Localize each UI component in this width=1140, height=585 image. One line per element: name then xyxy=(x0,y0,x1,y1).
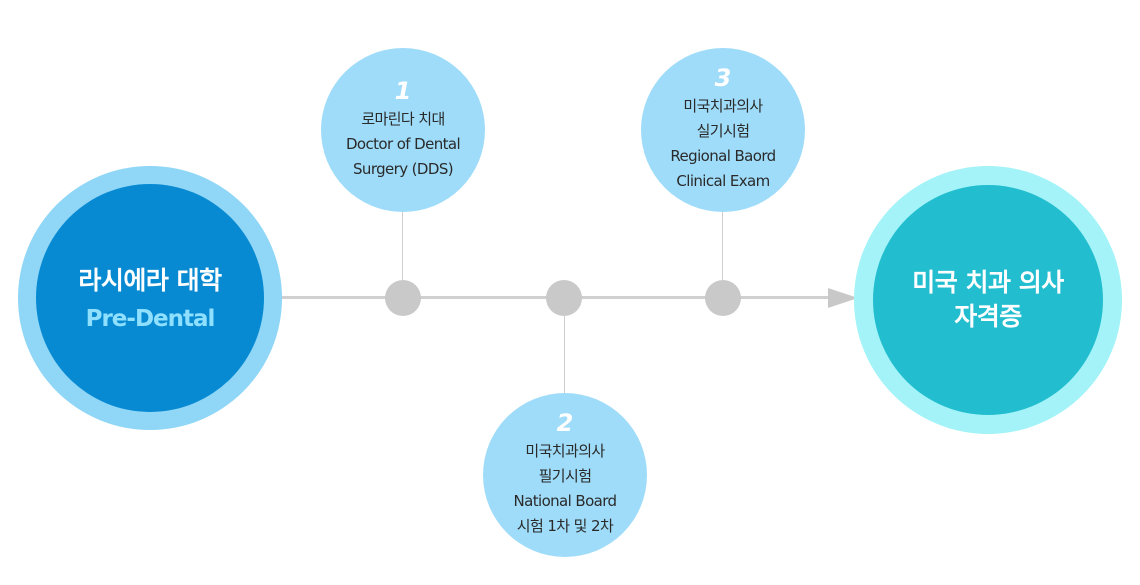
start-subtitle: Pre-Dental xyxy=(85,305,216,332)
step-circle-1: 1 로마린다 치대 Doctor of Dental Surgery (DDS) xyxy=(321,48,485,212)
start-title: 라시에라 대학 xyxy=(78,266,222,296)
step-text-line: National Board xyxy=(513,492,618,510)
start-circle: 라시에라 대학 Pre-Dental xyxy=(36,184,264,412)
connector-step-1 xyxy=(402,212,403,296)
step-text-line: Doctor of Dental xyxy=(345,134,461,153)
step-text-line: 미국치과의사 xyxy=(525,442,605,460)
connector-step-3 xyxy=(722,212,723,296)
end-circle: 미국 치과 의사 자격증 xyxy=(873,185,1103,415)
step-circle-3: 3 미국치과의사 실기시험 Regional Baord Clinical Ex… xyxy=(641,48,805,212)
step-number: 1 xyxy=(394,76,412,105)
timeline-dot-3 xyxy=(705,280,741,316)
step-text-line: 미국치과의사 xyxy=(683,97,763,115)
step-text-line: 필기시험 xyxy=(538,467,592,485)
end-title-line2: 자격증 xyxy=(954,302,1022,331)
timeline-dot-1 xyxy=(385,280,421,316)
timeline-dot-2 xyxy=(546,280,582,316)
connector-step-2 xyxy=(564,299,565,393)
step-text-line: Clinical Exam xyxy=(676,172,770,190)
end-title-line1: 미국 치과 의사 xyxy=(912,268,1064,298)
step-text-line: 로마린다 치대 xyxy=(361,109,445,128)
step-text-line: 실기시험 xyxy=(696,122,750,140)
step-number: 2 xyxy=(556,409,574,437)
step-circle-2: 2 미국치과의사 필기시험 National Board 시험 1차 및 2차 xyxy=(483,393,647,557)
step-text-line: Regional Baord xyxy=(670,147,776,165)
step-text-line: 시험 1차 및 2차 xyxy=(516,517,614,535)
arrow-right-icon xyxy=(828,288,858,308)
step-text-line: Surgery (DDS) xyxy=(352,159,454,178)
step-number: 3 xyxy=(714,64,732,92)
